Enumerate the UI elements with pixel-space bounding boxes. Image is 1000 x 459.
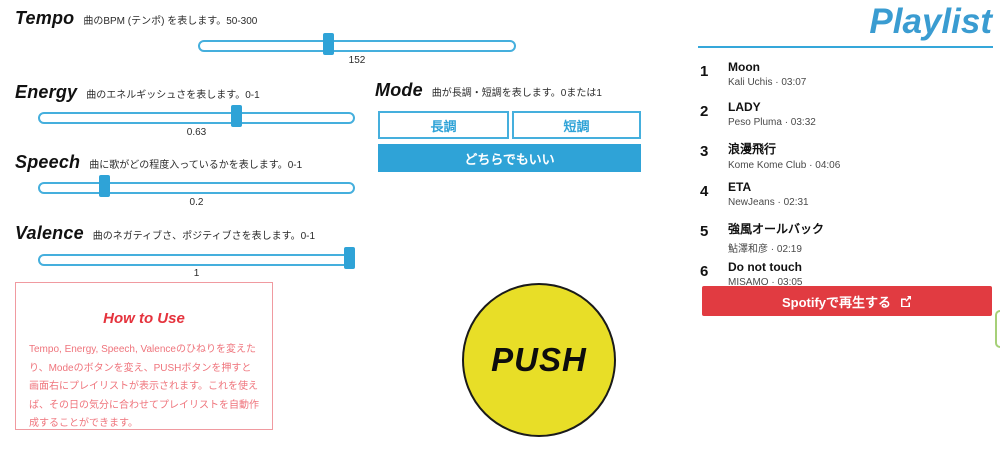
playlist-title: Playlist xyxy=(869,2,992,41)
playlist-item-body: LADY Peso Pluma · 03:32 xyxy=(728,100,816,128)
tempo-title: Tempo xyxy=(15,8,75,28)
spotify-play-button[interactable]: Spotifyで再生する xyxy=(702,286,992,316)
playlist-item-subtitle: Kali Uchis · 03:07 xyxy=(728,77,807,88)
mode-title: Mode xyxy=(375,80,423,100)
playlist-item-subtitle: NewJeans · 02:31 xyxy=(728,197,809,208)
how-to-use-body: Tempo, Energy, Speech, Valenceのひねりを変えたり、… xyxy=(29,344,259,429)
valence-slider-thumb[interactable] xyxy=(344,247,355,269)
tempo-slider[interactable] xyxy=(198,33,516,55)
mode-minor-button[interactable]: 短調 xyxy=(512,111,641,139)
spotify-play-button-label: Spotifyで再生する xyxy=(781,294,892,310)
valence-slider-value: 1 xyxy=(193,268,200,279)
mode-section-header: Mode 曲が長調・短調を表します。0または1 xyxy=(375,80,602,101)
valence-slider[interactable] xyxy=(38,247,355,269)
playlist-item-body: 強風オールバック鮎澤和彦 · 02:19 xyxy=(728,220,824,255)
playlist-item-subtitle: 鮎澤和彦 · 02:19 xyxy=(728,244,802,255)
playlist-item-body: ETA NewJeans · 02:31 xyxy=(728,180,809,208)
push-button-label: PUSH xyxy=(491,341,587,378)
energy-title: Energy xyxy=(15,82,78,102)
mode-either-button[interactable]: どちらでもいい xyxy=(378,144,641,172)
playlist-item-subtitle: Peso Pluma · 03:32 xyxy=(728,117,816,128)
playlist-item[interactable]: 2 LADY Peso Pluma · 03:32 xyxy=(700,97,992,137)
speech-slider-thumb[interactable] xyxy=(99,175,110,197)
edge-partial-element xyxy=(995,310,1000,348)
energy-slider-thumb[interactable] xyxy=(231,105,242,127)
playlist-item-title: 浪漫飛行 xyxy=(728,142,777,156)
playlist-item-number: 3 xyxy=(700,143,709,160)
speech-section-header: Speech 曲に歌がどの程度入っているかを表します。0-1 xyxy=(15,152,302,173)
valence-section-header: Valence 曲のネガティブさ、ポジティブさを表します。0-1 xyxy=(15,223,315,244)
energy-section-header: Energy 曲のエネルギッシュさを表します。0-1 xyxy=(15,82,260,103)
how-to-use-title: How to Use xyxy=(103,310,185,327)
speech-description: 曲に歌がどの程度入っているかを表します。0-1 xyxy=(89,160,303,171)
valence-description: 曲のネガティブさ、ポジティブさを表します。0-1 xyxy=(92,231,316,242)
playlist-item-number: 4 xyxy=(700,183,709,200)
energy-slider-value: 0.63 xyxy=(186,127,207,138)
playlist-item-title: LADY xyxy=(728,100,761,114)
energy-slider[interactable] xyxy=(38,105,355,127)
playlist-item[interactable]: 4 ETA NewJeans · 02:31 xyxy=(700,177,992,217)
how-to-use-panel: How to Use Tempo, Energy, Speech, Valenc… xyxy=(15,282,273,430)
energy-description: 曲のエネルギッシュさを表します。0-1 xyxy=(86,90,260,101)
playlist-item-subtitle: MISAMO · 03:05 xyxy=(728,277,803,288)
playlist-item-number: 1 xyxy=(700,63,709,80)
playlist-item-title: ETA xyxy=(728,180,752,194)
external-link-icon xyxy=(901,296,912,307)
playlist-item-title: Do not touch xyxy=(728,260,802,274)
tempo-description: 曲のBPM (テンポ) を表します。50-300 xyxy=(83,16,258,27)
mode-description: 曲が長調・短調を表します。0または1 xyxy=(431,88,602,99)
push-button[interactable]: PUSH xyxy=(462,283,616,437)
playlist-item-number: 6 xyxy=(700,263,709,280)
mode-major-button[interactable]: 長調 xyxy=(378,111,509,139)
tempo-slider-thumb[interactable] xyxy=(323,33,334,55)
playlist-item[interactable]: 3 浪漫飛行 Kome Kome Club · 04:06 xyxy=(700,137,992,177)
valence-title: Valence xyxy=(15,223,84,243)
playlist-divider xyxy=(698,46,993,48)
playlist-item-subtitle: Kome Kome Club · 04:06 xyxy=(728,160,841,171)
playlist-item-body: 浪漫飛行 Kome Kome Club · 04:06 xyxy=(728,140,840,171)
speech-slider-value: 0.2 xyxy=(189,197,204,208)
tempo-slider-value: 152 xyxy=(348,55,366,66)
tempo-section-header: Tempo 曲のBPM (テンポ) を表します。50-300 xyxy=(15,8,257,29)
playlist-item-number: 5 xyxy=(700,223,709,240)
speech-slider[interactable] xyxy=(38,175,355,197)
playlist-item-title: 強風オールバック xyxy=(728,222,825,236)
playlist-item[interactable]: 5 強風オールバック鮎澤和彦 · 02:19 xyxy=(700,217,992,257)
speech-title: Speech xyxy=(15,152,81,172)
playlist-item-number: 2 xyxy=(700,103,709,120)
playlist-item-title: Moon xyxy=(728,60,760,74)
